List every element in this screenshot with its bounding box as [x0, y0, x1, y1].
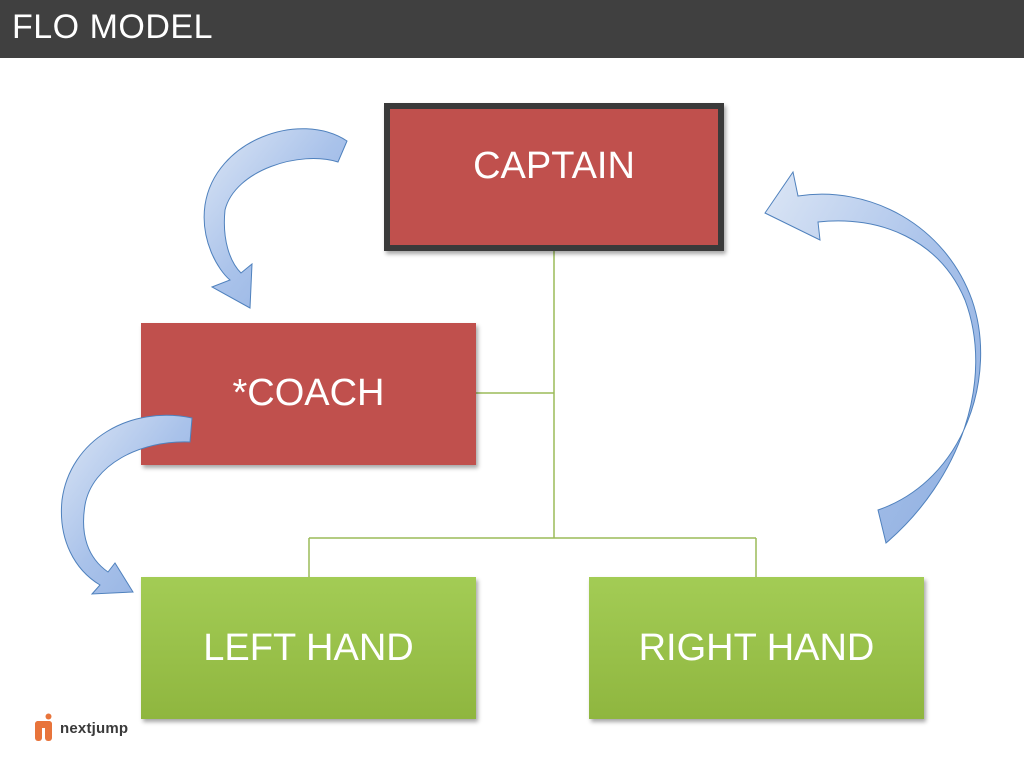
left-hand-label: LEFT HAND	[203, 626, 414, 669]
nextjump-logo: nextjump	[33, 712, 128, 744]
right-hand-label: RIGHT HAND	[638, 626, 875, 669]
title-bar: FLO MODEL	[0, 0, 1024, 58]
right-hand-box: RIGHT HAND	[589, 577, 924, 719]
captain-box: CAPTAIN	[384, 103, 724, 251]
nextjump-logo-icon	[35, 713, 52, 741]
slide-title: FLO MODEL	[12, 8, 213, 46]
captain-label: CAPTAIN	[473, 144, 635, 187]
left-hand-box: LEFT HAND	[141, 577, 476, 719]
coach-label: *COACH	[232, 371, 385, 414]
coach-box: *COACH	[141, 323, 476, 465]
logo-text: nextjump	[60, 719, 129, 737]
